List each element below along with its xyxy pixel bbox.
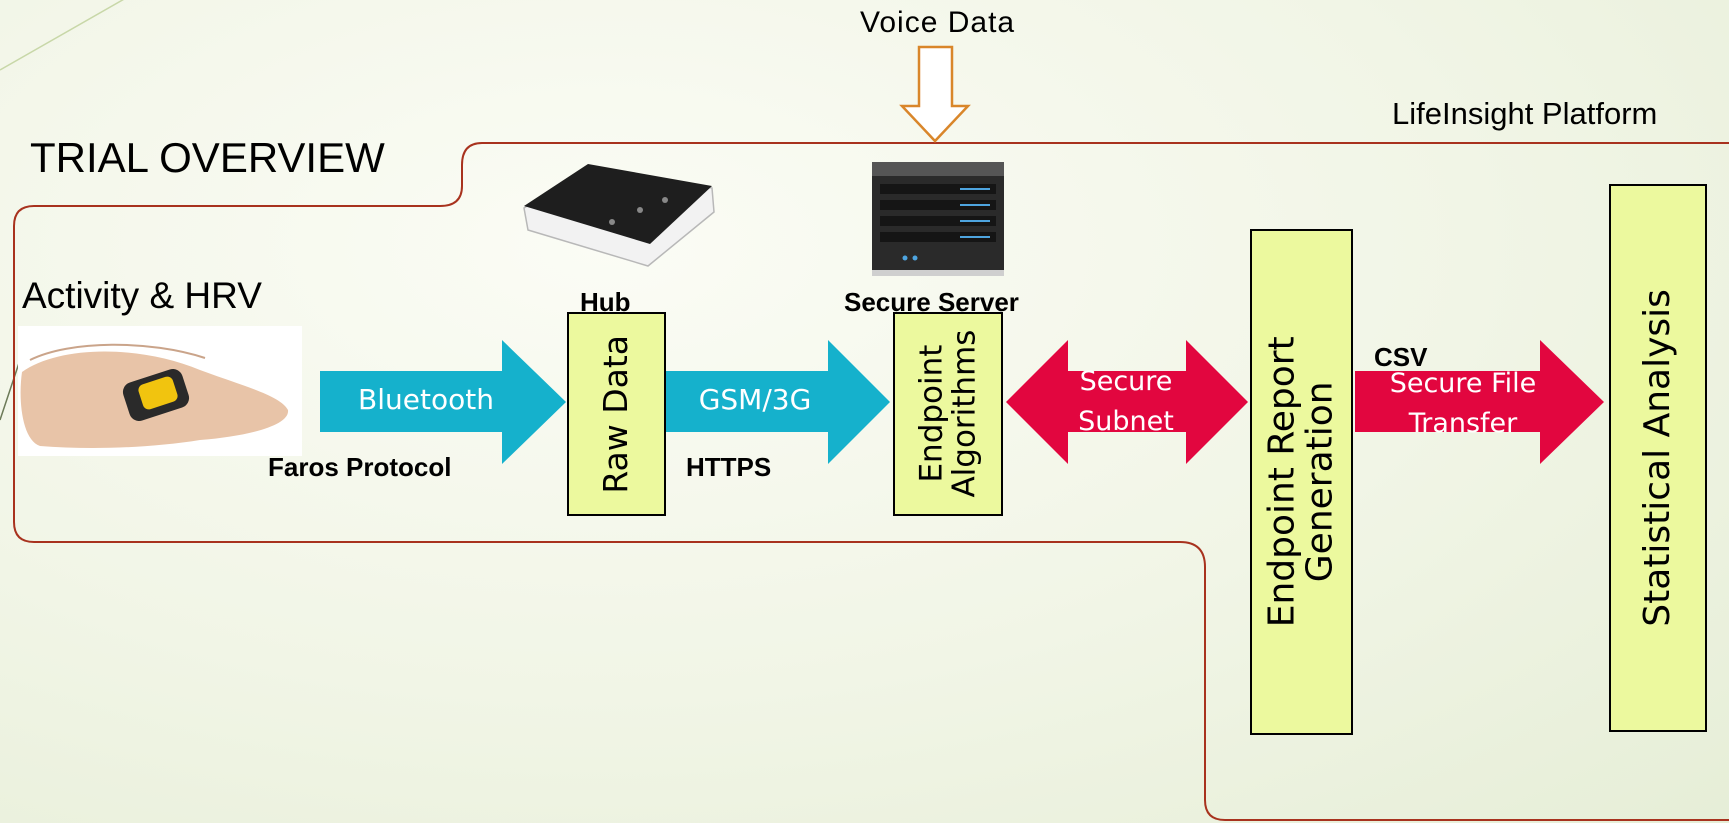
statistical-analysis-box: Statistical Analysis (1609, 184, 1707, 732)
bluetooth-arrow (320, 340, 566, 464)
voice-data-label: Voice Data (860, 6, 1016, 39)
endpoint-report-box: Endpoint Report Generation (1250, 229, 1353, 735)
secure-subnet-label: Secure Subnet (1066, 362, 1186, 442)
raw-data-text: Raw Data (596, 334, 636, 494)
raw-data-box: Raw Data (567, 312, 666, 516)
bluetooth-label: Bluetooth (358, 383, 494, 416)
https-label: HTTPS (686, 452, 772, 482)
server-image (872, 162, 1004, 276)
secure-subnet-line1: Secure (1079, 366, 1173, 397)
secure-file-transfer-line2: Transfer (1408, 408, 1518, 439)
hub-device-image (523, 164, 715, 267)
gsm-arrow (666, 340, 890, 464)
secure-file-transfer-line1: Secure File (1389, 368, 1537, 399)
endpoint-algorithms-line2: Algorithms (946, 330, 983, 498)
platform-outline (13, 142, 1729, 821)
platform-label: LifeInsight Platform (1392, 96, 1658, 131)
decorative-line (0, 0, 125, 71)
secure-file-transfer-arrow (1355, 340, 1604, 464)
page-title: TRIAL OVERVIEW (30, 134, 385, 181)
sensor-hand-image (18, 326, 302, 456)
activity-hrv-label: Activity & HRV (22, 275, 262, 316)
gsm-label: GSM/3G (698, 383, 812, 416)
endpoint-algorithms-line1: Endpoint (913, 345, 950, 483)
endpoint-report-line2: Generation (1299, 381, 1341, 583)
endpoint-algorithms-box: Endpoint Algorithms (893, 312, 1003, 516)
faros-protocol-label: Faros Protocol (268, 452, 452, 482)
secure-subnet-arrow (1006, 340, 1248, 464)
secure-subnet-line2: Subnet (1078, 406, 1174, 437)
statistical-analysis-text: Statistical Analysis (1637, 289, 1679, 627)
csv-label: CSV (1374, 342, 1428, 372)
voice-data-arrow (899, 45, 971, 143)
secure-file-transfer-label: Secure File Transfer (1378, 364, 1548, 444)
endpoint-algorithms-text: Endpoint Algorithms (913, 330, 983, 498)
endpoint-report-text: Endpoint Report Generation (1261, 336, 1341, 628)
decorative-line (0, 359, 21, 421)
endpoint-report-line1: Endpoint Report (1261, 336, 1303, 628)
